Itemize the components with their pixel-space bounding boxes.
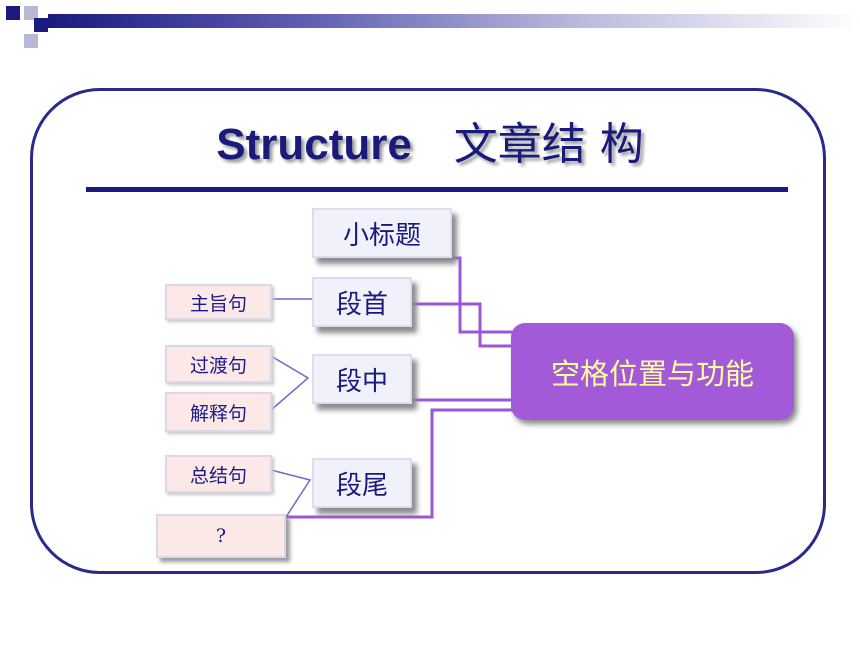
note-summary-sentence: 总结句 — [165, 455, 272, 493]
header-decor-square — [6, 6, 20, 20]
connector-summary-ending — [270, 469, 312, 518]
connector-transition-middle — [270, 355, 310, 411]
note-transition-sentence: 过渡句 — [165, 345, 272, 383]
title-chinese: 文章结 构 — [453, 119, 644, 170]
rounded-frame — [30, 88, 826, 574]
connector-subtitle-hub — [452, 256, 513, 334]
section-middle: 段中 — [312, 354, 412, 404]
header-decor-square — [24, 6, 38, 20]
title-underline — [86, 187, 788, 192]
section-ending: 段尾 — [312, 458, 412, 508]
section-opening: 段首 — [312, 277, 412, 327]
connector-opening-hub — [412, 302, 513, 348]
note-topic-sentence: 主旨句 — [165, 284, 272, 320]
header-decor-square — [24, 34, 38, 48]
slide-title: Structure 文章结 构 — [0, 108, 860, 172]
hub-box: 空格位置与功能 — [511, 323, 794, 420]
title-english: Structure — [216, 120, 412, 169]
note-explanation-sentence: 解释句 — [165, 392, 272, 432]
note-unknown: ? — [156, 514, 286, 558]
header-decor-square — [34, 18, 48, 32]
connector-ending-hub — [286, 408, 513, 519]
header-gradient-bar — [48, 14, 860, 28]
section-subtitle: 小标题 — [312, 208, 452, 258]
